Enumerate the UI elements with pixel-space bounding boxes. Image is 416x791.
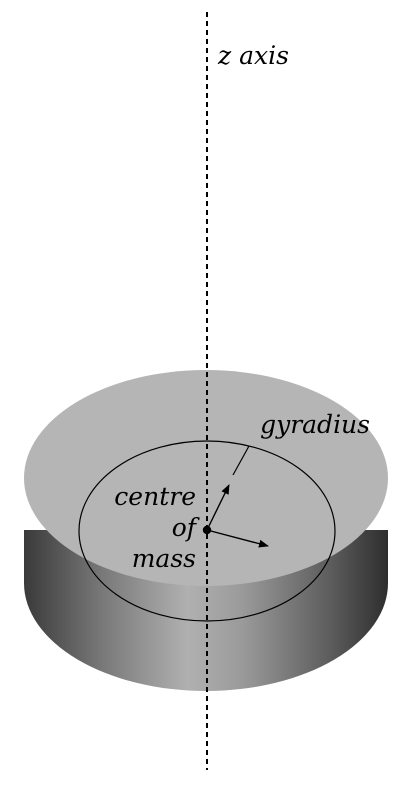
- gyradius-arrow-up: [206, 484, 230, 531]
- centre-of-mass-point: [202, 525, 212, 535]
- disc-top: [24, 370, 388, 586]
- gyradius-leader: [232, 445, 250, 476]
- gyradius-arrow-right: [206, 529, 269, 548]
- gyradius-label: gyradius: [260, 410, 370, 439]
- of-label: of: [172, 513, 200, 542]
- mass-label: mass: [132, 544, 196, 573]
- centre-label: centre: [114, 482, 196, 511]
- gyradius-circle: [78, 440, 336, 622]
- z-axis-label: z axis: [217, 41, 289, 70]
